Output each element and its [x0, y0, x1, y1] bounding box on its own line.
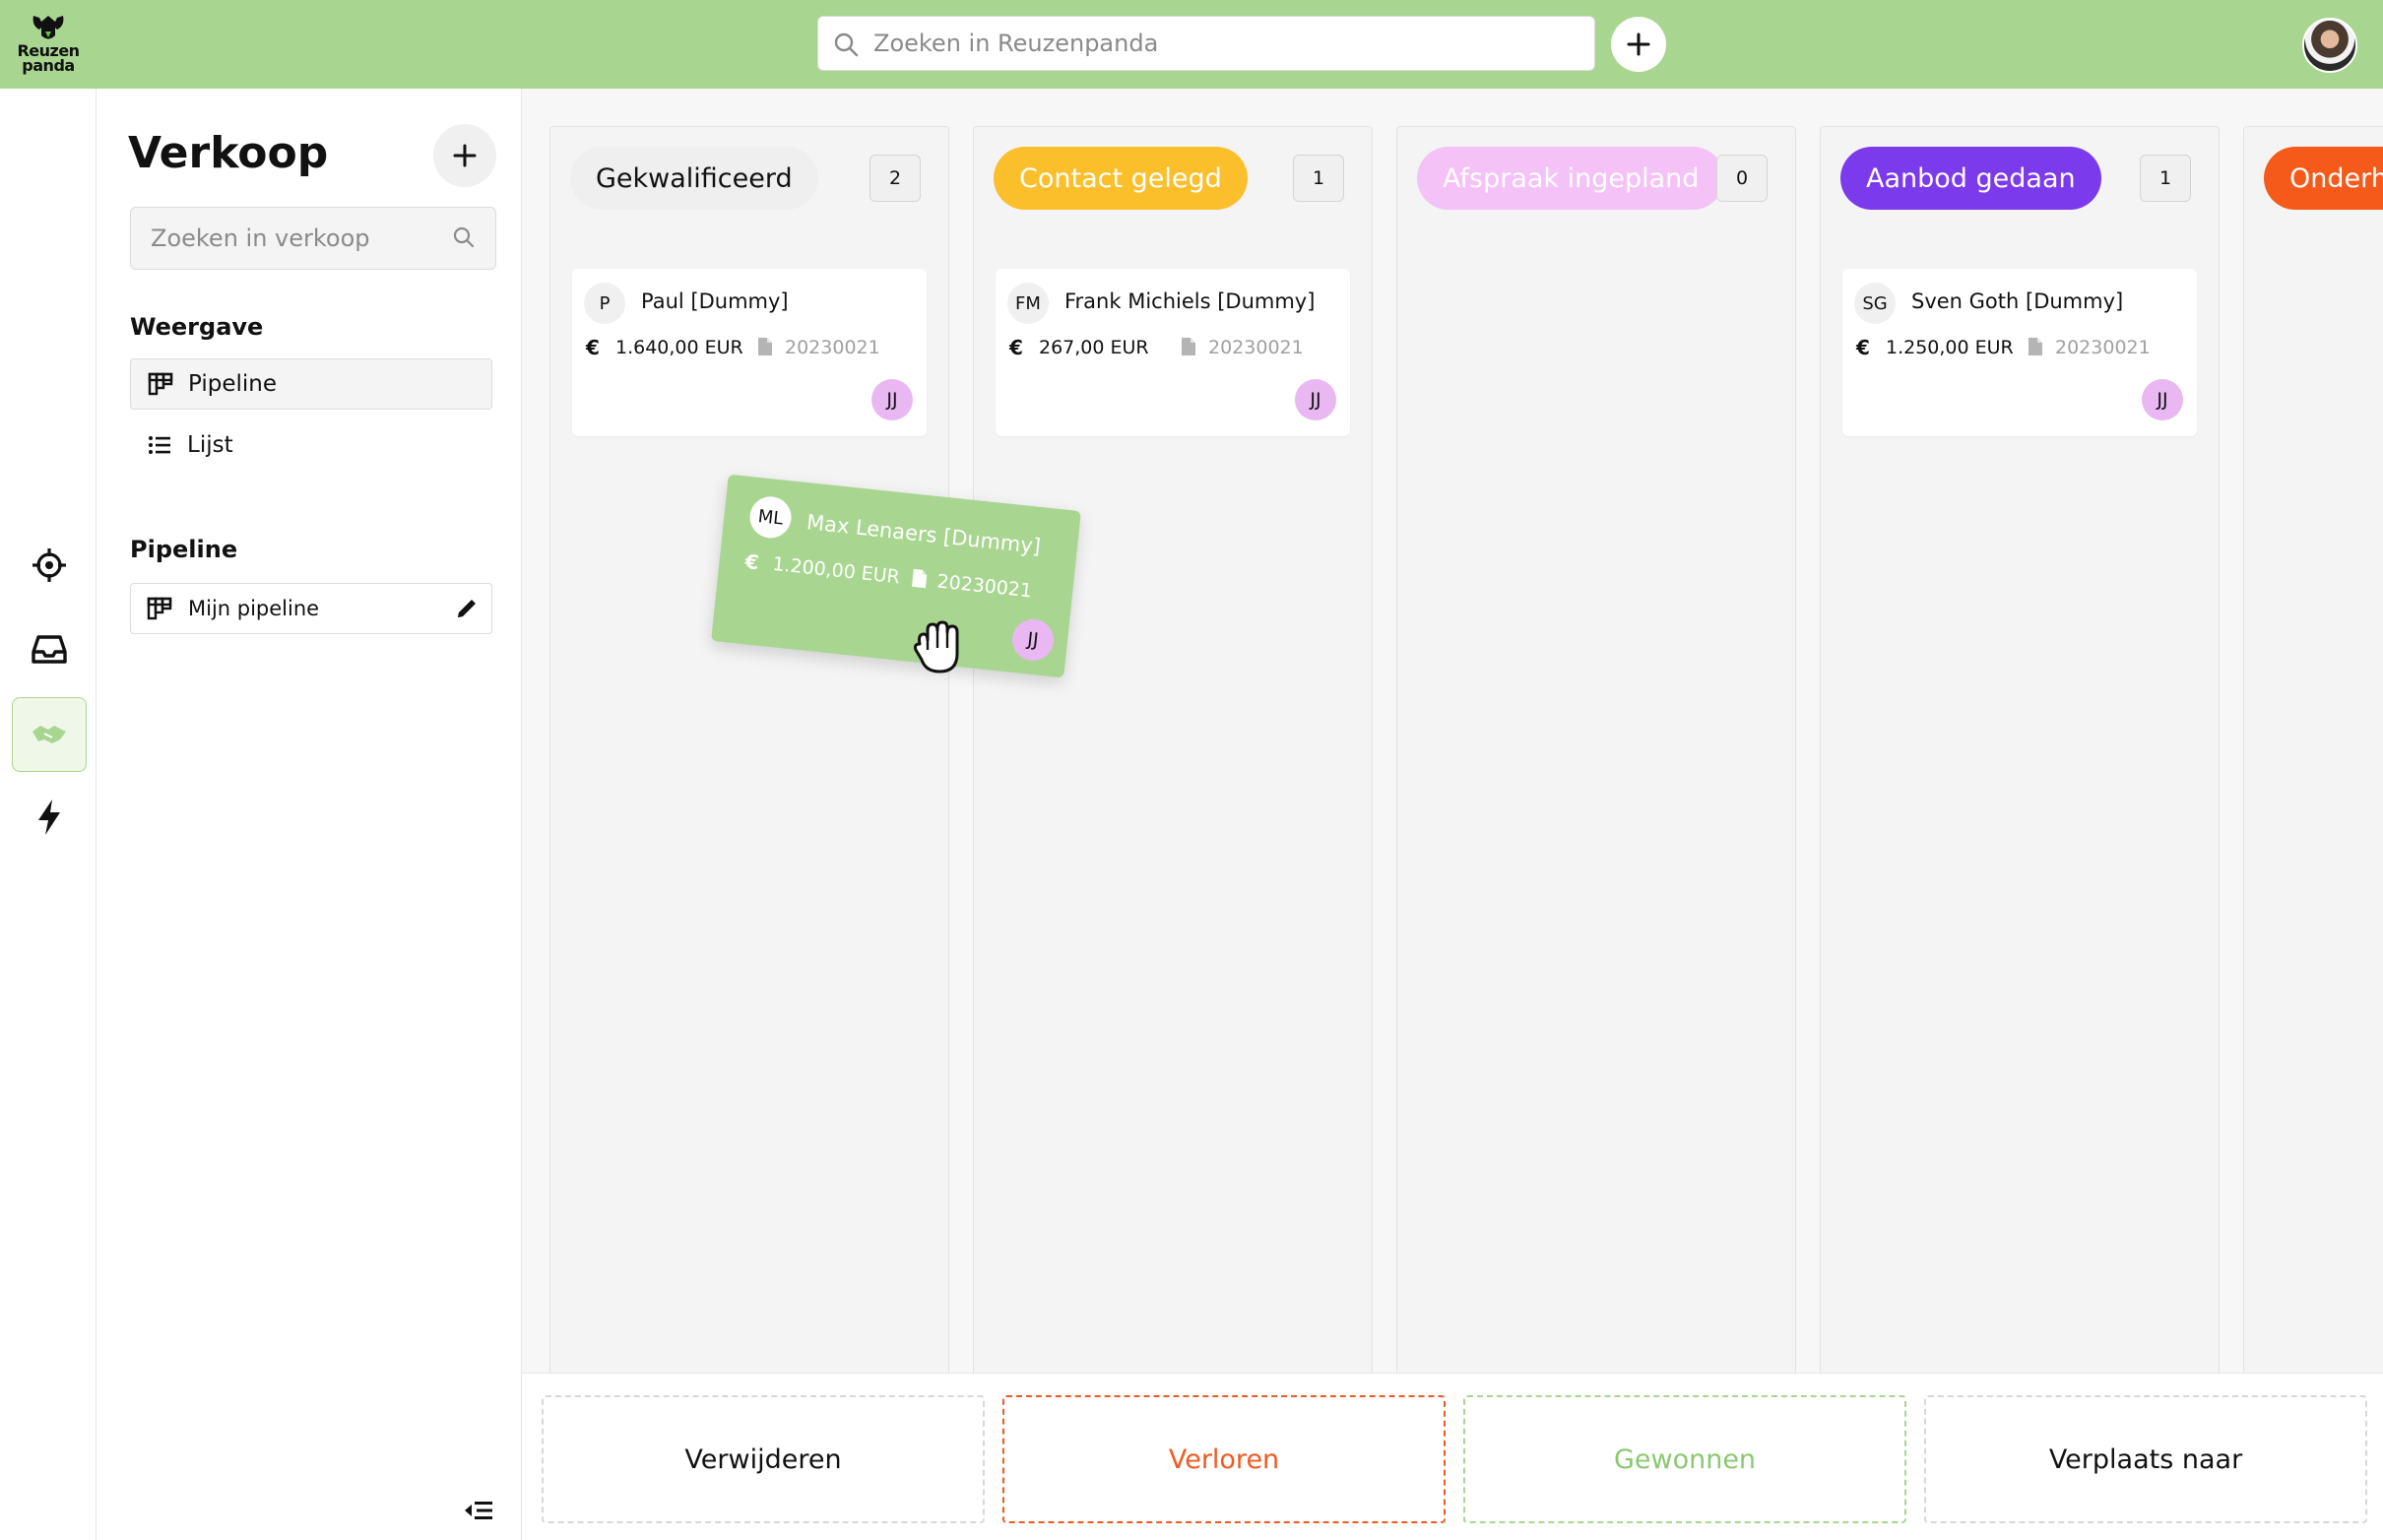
view-item-label: Lijst [187, 432, 233, 458]
view-item-pipeline[interactable]: Pipeline [130, 358, 492, 410]
contact-initials: FM [1007, 283, 1049, 324]
plus-icon [453, 144, 477, 167]
document-icon [758, 338, 772, 355]
inbox-icon [32, 635, 67, 664]
owner-avatar[interactable]: JJ [871, 379, 913, 420]
deal-card[interactable]: SG Sven Goth [Dummy] € 1.250,00 EUR 2023… [1842, 269, 2197, 436]
document-icon [911, 568, 928, 589]
dropzone-won[interactable]: Gewonnen [1463, 1395, 1906, 1523]
page-title: Verkoop [128, 128, 329, 178]
dropzone-move-to[interactable]: Verplaats naar [1924, 1395, 2367, 1523]
logo-text-line1: Reuzen [17, 41, 80, 60]
user-avatar[interactable] [2302, 18, 2357, 73]
sales-search-box[interactable] [130, 207, 496, 270]
dropzone-delete[interactable]: Verwijderen [542, 1395, 985, 1523]
pencil-icon[interactable] [454, 596, 480, 621]
deal-amount: 267,00 EUR [1039, 337, 1149, 358]
document-icon [2029, 338, 2042, 355]
add-sale-button[interactable] [433, 124, 496, 187]
icon-rail [0, 89, 97, 1540]
rail-item-automations[interactable] [12, 780, 87, 855]
deal-card[interactable]: FM Frank Michiels [Dummy] € 267,00 EUR 2… [996, 269, 1350, 436]
column-title[interactable]: Gekwalificeerd [570, 147, 818, 210]
column-onderhandeling: Onderhe [2243, 126, 2383, 1505]
list-icon [146, 431, 173, 459]
contact-initials: P [584, 283, 625, 324]
dropzone-lost[interactable]: Verloren [1002, 1395, 1446, 1523]
search-icon [834, 32, 859, 57]
search-icon [453, 226, 475, 248]
rail-item-sales[interactable] [12, 697, 87, 772]
euro-icon: € [586, 336, 600, 359]
deal-amount: 1.640,00 EUR [615, 337, 743, 358]
pipeline-item-label: Mijn pipeline [188, 597, 320, 620]
owner-avatar[interactable]: JJ [2142, 379, 2183, 420]
euro-icon: € [1009, 336, 1023, 359]
view-item-list[interactable]: Lijst [130, 419, 492, 471]
dragging-deal-card[interactable]: ML Max Lenaers [Dummy] € 1.200,00 EUR 20… [711, 474, 1081, 678]
contact-initials: ML [747, 494, 794, 541]
deal-amount: 1.200,00 EUR [771, 552, 901, 589]
owner-avatar[interactable]: JJ [1009, 616, 1057, 663]
pipeline-icon [147, 370, 174, 398]
document-number: 20230021 [785, 337, 880, 358]
sales-sidebar: Verkoop Weergave Pipeline [97, 89, 522, 1540]
handshake-icon [32, 726, 66, 743]
column-count: 0 [1716, 155, 1768, 202]
pipeline-icon [147, 595, 174, 622]
rail-item-inbox[interactable] [12, 612, 87, 687]
app-logo[interactable]: Reuzen panda [12, 14, 85, 85]
deal-name: Frank Michiels [Dummy] [1064, 289, 1316, 313]
column-title[interactable]: Onderhe [2264, 147, 2383, 210]
column-count: 1 [1293, 155, 1344, 202]
column-title[interactable]: Afspraak ingepland [1417, 147, 1725, 210]
drop-zones-bar: Verwijderen Verloren Gewonnen Verplaats … [522, 1373, 2383, 1540]
global-search-input[interactable] [873, 17, 1582, 70]
panda-logo-icon [32, 16, 64, 39]
document-number: 20230021 [1208, 337, 1304, 358]
lightning-icon [38, 800, 60, 835]
view-heading: Weergave [130, 313, 264, 341]
global-add-button[interactable] [1611, 17, 1666, 72]
pipeline-item-mijn-pipeline[interactable]: Mijn pipeline [130, 583, 492, 634]
grab-cursor-icon [914, 620, 959, 674]
column-count: 1 [2140, 155, 2191, 202]
global-search-box[interactable] [817, 16, 1595, 71]
document-number: 20230021 [2055, 337, 2151, 358]
contact-initials: SG [1854, 283, 1896, 324]
deal-name: Max Lenaers [Dummy] [805, 510, 1043, 559]
column-contact-gelegd: Contact gelegd 1 FM Frank Michiels [Dumm… [973, 126, 1373, 1505]
pipeline-heading: Pipeline [130, 536, 238, 563]
rail-item-targets[interactable] [12, 528, 87, 603]
euro-icon: € [1856, 336, 1870, 359]
column-title[interactable]: Aanbod gedaan [1840, 147, 2101, 210]
collapse-sidebar-icon[interactable] [463, 1499, 494, 1522]
column-gekwalificeerd: Gekwalificeerd 2 P Paul [Dummy] € 1.640,… [549, 126, 949, 1505]
column-title[interactable]: Contact gelegd [994, 147, 1248, 210]
deal-name: Sven Goth [Dummy] [1911, 289, 2124, 313]
document-number: 20230021 [935, 570, 1034, 603]
plus-icon [1627, 32, 1650, 56]
crosshair-icon [32, 548, 66, 582]
column-afspraak-ingepland: Afspraak ingepland 0 [1396, 126, 1796, 1505]
top-bar: Reuzen panda [0, 0, 2383, 89]
logo-text-line2: panda [22, 56, 75, 75]
pipeline-board: Gekwalificeerd 2 P Paul [Dummy] € 1.640,… [522, 89, 2383, 1540]
column-aanbod-gedaan: Aanbod gedaan 1 SG Sven Goth [Dummy] € 1… [1820, 126, 2220, 1505]
deal-amount: 1.250,00 EUR [1886, 337, 2014, 358]
document-icon [1182, 338, 1195, 355]
column-count: 2 [869, 155, 921, 202]
view-item-label: Pipeline [188, 371, 278, 397]
owner-avatar[interactable]: JJ [1295, 379, 1336, 420]
deal-name: Paul [Dummy] [641, 289, 789, 313]
euro-icon: € [743, 548, 760, 575]
deal-card[interactable]: P Paul [Dummy] € 1.640,00 EUR 20230021 J… [572, 269, 927, 436]
sales-search-input[interactable] [151, 208, 446, 269]
